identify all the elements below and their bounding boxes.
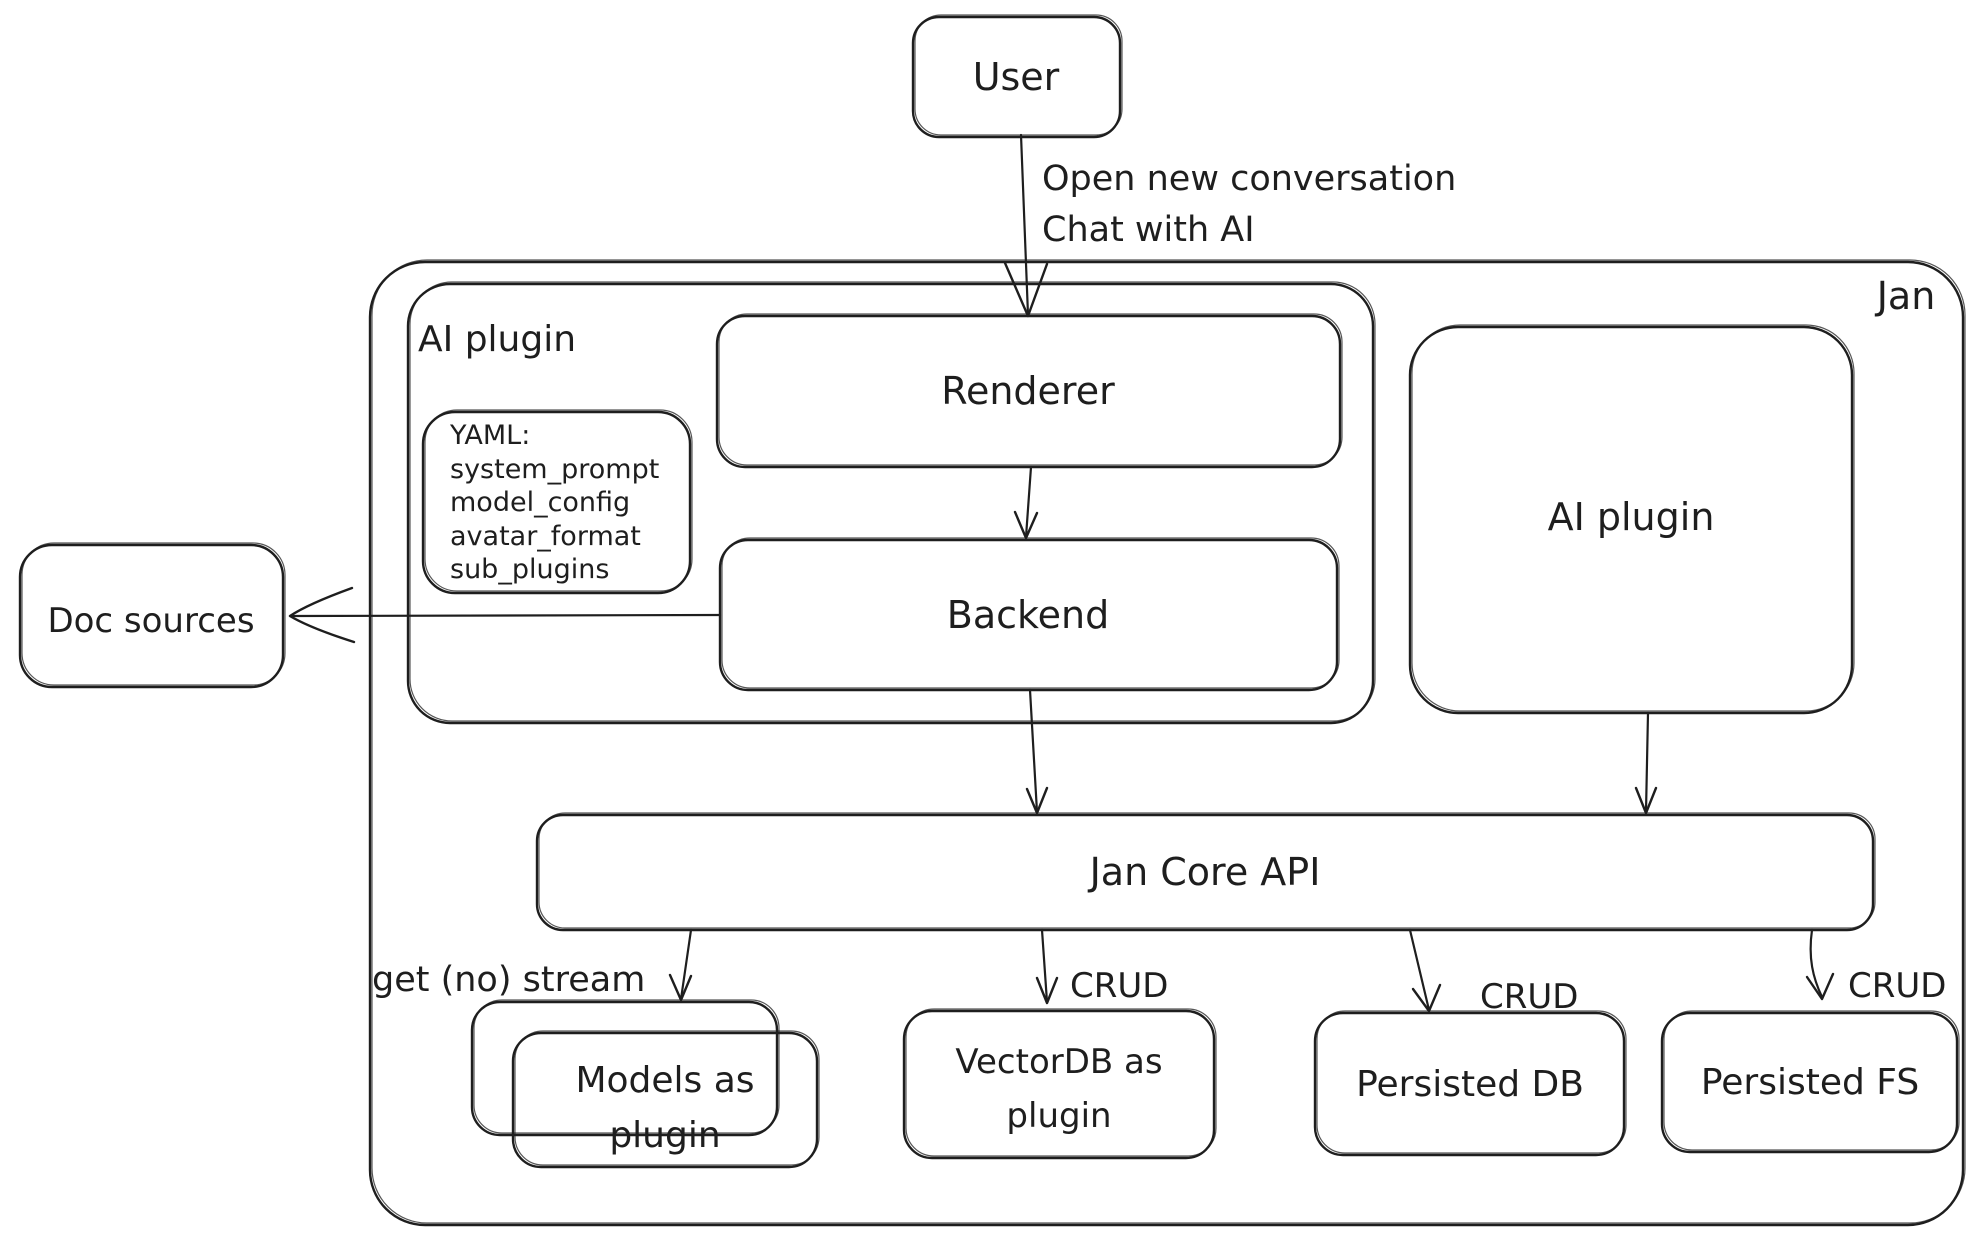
edge-jancore-models <box>679 928 693 1001</box>
models-as-plugin-label-line2: plugin <box>609 1115 720 1156</box>
yaml-note-box <box>421 410 692 595</box>
yaml-note-line2: system_prompt <box>450 454 659 485</box>
edge-jancore-vectordb-label: CRUD <box>1070 966 1168 1006</box>
ai-plugin-label: AI plugin <box>1548 495 1715 539</box>
jan-container-label: Jan <box>1875 274 1936 318</box>
edge-user-renderer-label-line1: Open new conversation <box>1042 159 1456 199</box>
edge-jancore-vectordb <box>1040 928 1049 1004</box>
ai-plugin-group-box <box>406 282 1375 725</box>
edge-jancore-persistedfs-label: CRUD <box>1848 966 1946 1006</box>
persisted-fs-label: Persisted FS <box>1701 1062 1919 1103</box>
edge-jancore-persistedfs-arrowhead <box>1805 972 1835 1001</box>
edge-backend-jancore <box>1028 688 1039 814</box>
edge-jancore-persistedfs <box>1809 928 1824 999</box>
edge-jancore-models-arrowhead <box>668 973 693 1002</box>
models-as-plugin-label-line1: Models as <box>575 1060 754 1101</box>
edge-jancore-vectordb-arrowhead <box>1035 976 1059 1005</box>
yaml-note-line4: avatar_format <box>450 521 641 552</box>
vectordb-as-plugin-label-line2: plugin <box>1006 1096 1111 1136</box>
ai-plugin-group-label: AI plugin <box>418 319 576 360</box>
vectordb-as-plugin-node <box>902 1009 1216 1160</box>
yaml-note-line3: model_config <box>450 487 630 518</box>
doc-sources-label: Doc sources <box>47 601 254 641</box>
edge-backend-docsources-arrowhead <box>288 586 356 644</box>
ai-plugin-node <box>1408 325 1854 715</box>
vectordb-as-plugin-label-line1: VectorDB as <box>955 1042 1162 1082</box>
edge-user-renderer <box>1019 133 1030 317</box>
models-as-plugin-back-box <box>470 1000 779 1137</box>
edge-aiplugin-jancore <box>1644 711 1650 814</box>
jan-core-api-node <box>535 813 1875 932</box>
jan-container-box <box>368 260 1965 1227</box>
persisted-db-label: Persisted DB <box>1356 1064 1584 1105</box>
persisted-db-node <box>1313 1011 1626 1157</box>
user-node <box>911 15 1122 139</box>
edge-jancore-persisteddb-label: CRUD <box>1480 977 1578 1017</box>
user-label: User <box>973 55 1060 99</box>
edge-user-renderer-label-line2: Chat with AI <box>1042 210 1255 250</box>
edge-jancore-persisteddb <box>1408 928 1431 1012</box>
yaml-note-line5: sub_plugins <box>450 554 609 585</box>
jan-core-api-label: Jan Core API <box>1088 850 1321 894</box>
doc-sources-node <box>18 543 285 689</box>
yaml-note-line1: YAML: <box>449 420 530 451</box>
edge-backend-docsources <box>290 613 722 618</box>
models-as-plugin-node <box>511 1031 819 1169</box>
renderer-label: Renderer <box>941 369 1115 413</box>
backend-label: Backend <box>947 593 1109 637</box>
persisted-fs-node <box>1660 1011 1959 1154</box>
renderer-node <box>715 314 1342 469</box>
edge-renderer-backend <box>1024 465 1033 539</box>
edge-jancore-models-label: get (no) stream <box>372 960 645 1000</box>
